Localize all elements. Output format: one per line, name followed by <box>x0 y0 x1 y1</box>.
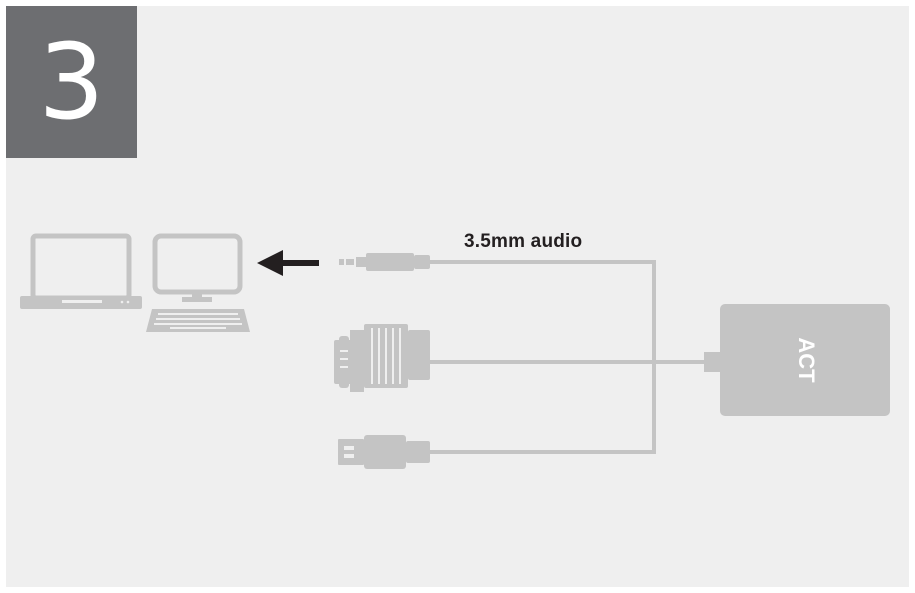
desktop-monitor-icon <box>152 233 243 302</box>
usb-connector-icon <box>338 435 430 469</box>
adapter-box: ACT <box>704 304 890 416</box>
adapter-logo: ACT <box>794 337 819 383</box>
diagram-background <box>6 6 909 587</box>
cables <box>428 260 708 454</box>
audio-jack-icon <box>339 253 430 271</box>
step-number: 3 <box>38 21 105 143</box>
laptop-icon <box>20 233 142 309</box>
audio-cable-label: 3.5mm audio <box>464 231 583 252</box>
arrow-left-icon <box>257 250 319 276</box>
step-number-box: 3 <box>6 6 137 158</box>
vga-connector-icon <box>334 324 430 392</box>
keyboard-icon <box>146 309 250 332</box>
